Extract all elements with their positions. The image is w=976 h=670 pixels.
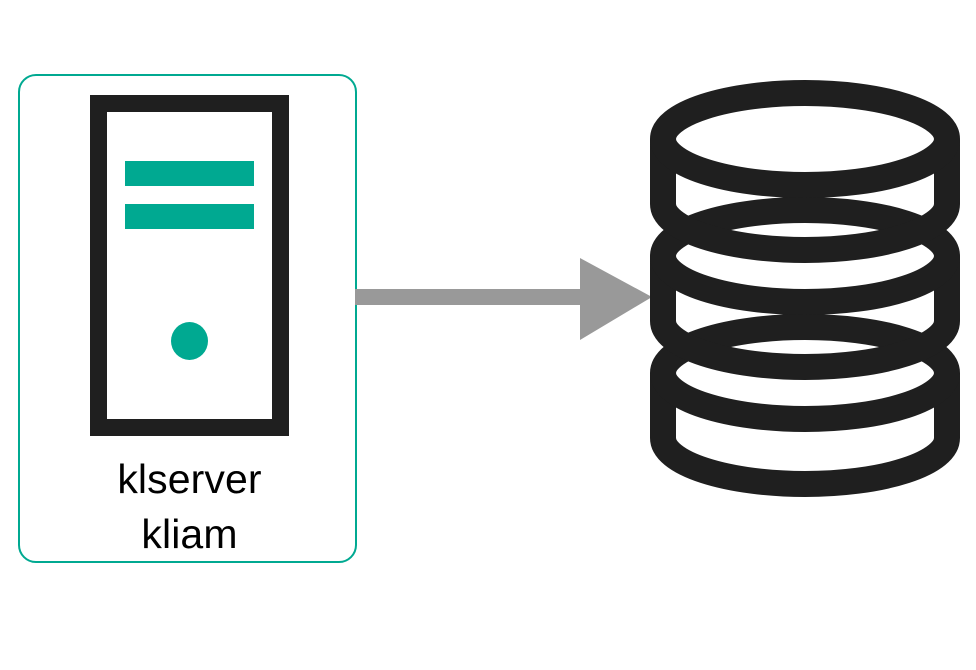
server-node-label-line-1: klserver	[117, 456, 262, 502]
connection-arrow[interactable]	[355, 250, 655, 346]
database-node[interactable]	[645, 80, 965, 497]
server-tower-icon	[90, 95, 289, 436]
server-node-label: klserver kliam	[20, 452, 359, 562]
server-power-led-icon	[171, 322, 208, 360]
server-slot-bar-top	[125, 161, 254, 186]
server-slot-bar-bottom	[125, 204, 254, 229]
arrow-right-icon	[355, 258, 652, 340]
database-cylinder-icon	[650, 80, 960, 497]
server-node-label-line-2: kliam	[141, 511, 238, 557]
server-node-card[interactable]: klserver kliam	[18, 74, 357, 563]
